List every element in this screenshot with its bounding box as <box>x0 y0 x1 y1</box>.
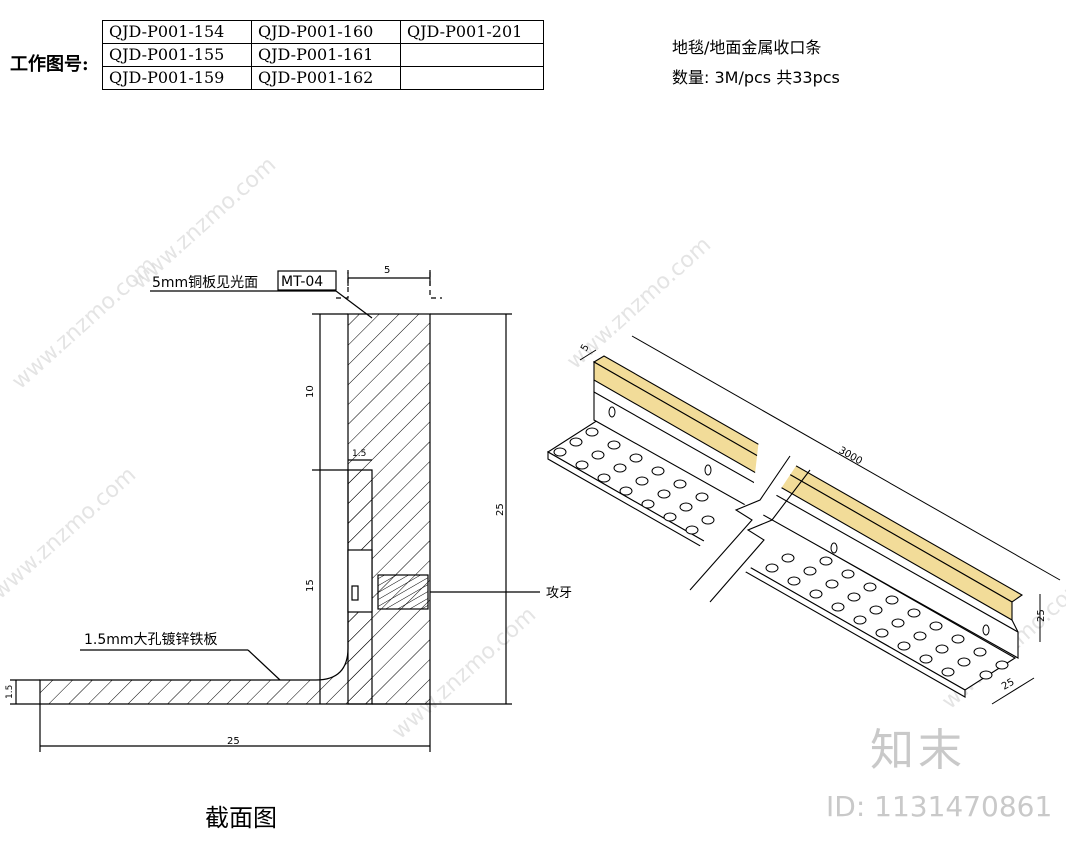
watermark-text: www.znzmo.com <box>127 152 281 294</box>
drawing-number-cell: QJD-P001-201 <box>400 20 544 44</box>
drawing-number-cell: QJD-P001-154 <box>102 20 252 44</box>
brand-watermark: 知末 <box>870 725 966 776</box>
dimension-line <box>579 349 597 361</box>
watermark-text: www.znzmo.com <box>0 462 141 604</box>
dim-upper-height: 10 <box>305 385 316 398</box>
dim-total-height: 25 <box>495 503 506 516</box>
dimension-line <box>991 677 1035 705</box>
part-quantity: 数量: 3M/pcs 共33pcs <box>672 68 840 87</box>
material-tag: MT-04 <box>281 274 323 290</box>
vertical-web <box>593 391 1019 659</box>
dim-top: 5 <box>579 342 592 353</box>
dim-step: 1.5 <box>352 449 366 459</box>
table-row: QJD-P001-155 QJD-P001-161 <box>102 43 544 67</box>
isometric-dimensions <box>579 335 1061 705</box>
image-id-watermark: ID: 1131470861 <box>826 790 1053 823</box>
drawing-number-cell: QJD-P001-161 <box>251 43 401 67</box>
perforation-holes <box>553 406 1009 680</box>
perforated-base-edge <box>547 451 966 698</box>
dim-lower-height: 15 <box>305 579 316 592</box>
isometric-drawing <box>546 355 1024 698</box>
drawing-number-cell: QJD-P001-155 <box>102 43 252 67</box>
section-title: 截面图 <box>205 804 277 832</box>
cross-section-labels: 5mm铜板见光面 MT-04 5 10 15 25 1.5 1.5 25 1.5… <box>5 265 572 747</box>
drawing-number-table: QJD-P001-154 QJD-P001-160 QJD-P001-201 Q… <box>102 20 544 90</box>
screw-thread <box>377 574 429 610</box>
drawing-number-cell: QJD-P001-162 <box>251 66 401 90</box>
thread-note: 攻牙 <box>546 586 572 601</box>
break-gap <box>670 430 811 610</box>
table-row: QJD-P001-159 QJD-P001-162 <box>102 66 544 90</box>
dim-height: 25 <box>1036 609 1047 622</box>
screw-head <box>347 549 373 613</box>
leader-line <box>247 649 281 681</box>
dimension-line <box>631 335 1061 581</box>
dim-base-length: 25 <box>227 736 240 747</box>
drawing-number-cell: QJD-P001-159 <box>102 66 252 90</box>
material-tag-box <box>277 270 337 291</box>
plate-note: 5mm铜板见光面 <box>152 275 258 291</box>
watermark-text: www.znzmo.com <box>562 232 716 374</box>
dim-top-width: 5 <box>384 265 390 276</box>
leader-line <box>335 290 373 319</box>
iron-plate-section <box>39 469 373 705</box>
table-row: QJD-P001-154 QJD-P001-160 QJD-P001-201 <box>102 20 544 44</box>
cross-section-drawing <box>10 270 540 752</box>
dim-base-thickness: 1.5 <box>5 685 15 699</box>
screw-slot <box>351 585 359 601</box>
drawing-number-cell <box>400 66 544 90</box>
profile-edge <box>1011 619 1019 633</box>
iron-note: 1.5mm大孔镀锌铁板 <box>84 631 218 648</box>
work-drawing-label: 工作图号: <box>10 54 89 75</box>
drawing-number-cell: QJD-P001-160 <box>251 20 401 44</box>
part-name: 地毯/地面金属收口条 <box>672 38 822 57</box>
dim-length: 3000 <box>837 445 865 467</box>
